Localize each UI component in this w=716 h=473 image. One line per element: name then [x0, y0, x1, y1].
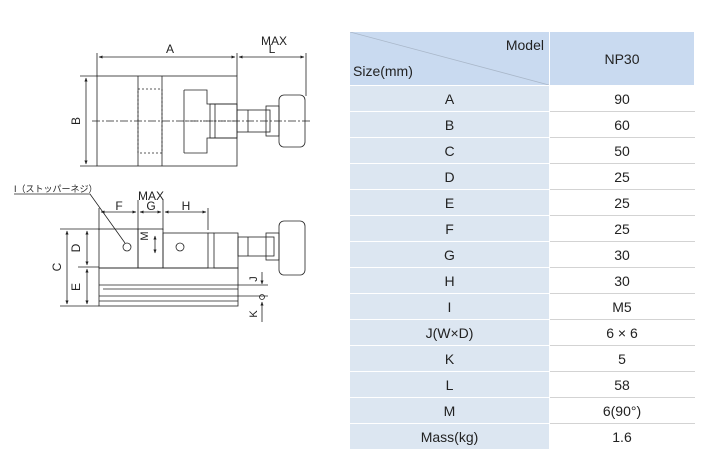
row-value: 30 [549, 267, 695, 294]
side-handle-knob [278, 220, 306, 276]
row-value: 25 [549, 189, 695, 216]
row-label: C [349, 137, 550, 164]
side-base [98, 267, 239, 307]
side-callout-i: I（ストッパーネジ） [14, 184, 98, 194]
row-value: 25 [549, 215, 695, 242]
row-value: M5 [549, 293, 695, 320]
side-label-e: E [69, 283, 83, 291]
row-label: B [349, 111, 550, 138]
row-value: 58 [549, 371, 695, 398]
row-label: E [349, 189, 550, 216]
row-value: 6 × 6 [549, 319, 695, 346]
corner-diagonal [350, 32, 549, 85]
side-view [14, 193, 306, 322]
row-label: G [349, 241, 550, 268]
row-label: F [349, 215, 550, 242]
header-size-label: Size(mm) [353, 63, 413, 79]
side-label-d: D [69, 243, 83, 252]
side-label-m: M [139, 231, 151, 240]
side-label-max: MAX [138, 189, 164, 203]
row-value: 30 [549, 241, 695, 268]
row-value: 1.6 [549, 423, 695, 450]
row-label: I [349, 293, 550, 320]
row-value: 60 [549, 111, 695, 138]
top-label-b: B [69, 117, 83, 125]
row-value: 90 [549, 85, 695, 112]
vise-drawing: A MAX L B I（ストッパーネジ） MAX F G H M D C E J… [14, 34, 312, 322]
side-fixed-jaw [98, 228, 139, 269]
table-row: Mass(kg)1.6 [349, 423, 695, 450]
side-moving-jaw [162, 232, 209, 269]
stopper-hole [122, 242, 132, 252]
top-label-a: A [166, 42, 174, 56]
header-model-label: Model [505, 37, 544, 53]
side-label-h: H [182, 199, 191, 213]
row-label: D [349, 163, 550, 190]
table-header-row: Model Size(mm) NP30 [349, 31, 695, 86]
row-label: L [349, 371, 550, 398]
table-corner-cell: Model Size(mm) [349, 31, 550, 86]
row-label: J(W×D) [349, 319, 550, 346]
table-row: J(W×D)6 × 6 [349, 319, 695, 346]
row-value: 6(90°) [549, 397, 695, 424]
side-label-f: F [115, 199, 122, 213]
side-label-c: C [50, 262, 64, 271]
row-label: K [349, 345, 550, 372]
side-label-j: J [248, 276, 260, 282]
row-value: 5 [549, 345, 695, 372]
side-label-g: G [146, 199, 155, 213]
row-value: 50 [549, 137, 695, 164]
row-label: Mass(kg) [349, 423, 550, 450]
top-label-l: L [269, 42, 276, 56]
top-label-max: MAX [261, 34, 287, 48]
side-label-k: K [248, 310, 260, 318]
header-model-value: NP30 [549, 31, 695, 86]
row-label: A [349, 85, 550, 112]
row-value: 25 [549, 163, 695, 190]
row-label: M [349, 397, 550, 424]
stopper-screw-leader [14, 193, 126, 244]
row-label: H [349, 267, 550, 294]
top-view [80, 53, 312, 167]
